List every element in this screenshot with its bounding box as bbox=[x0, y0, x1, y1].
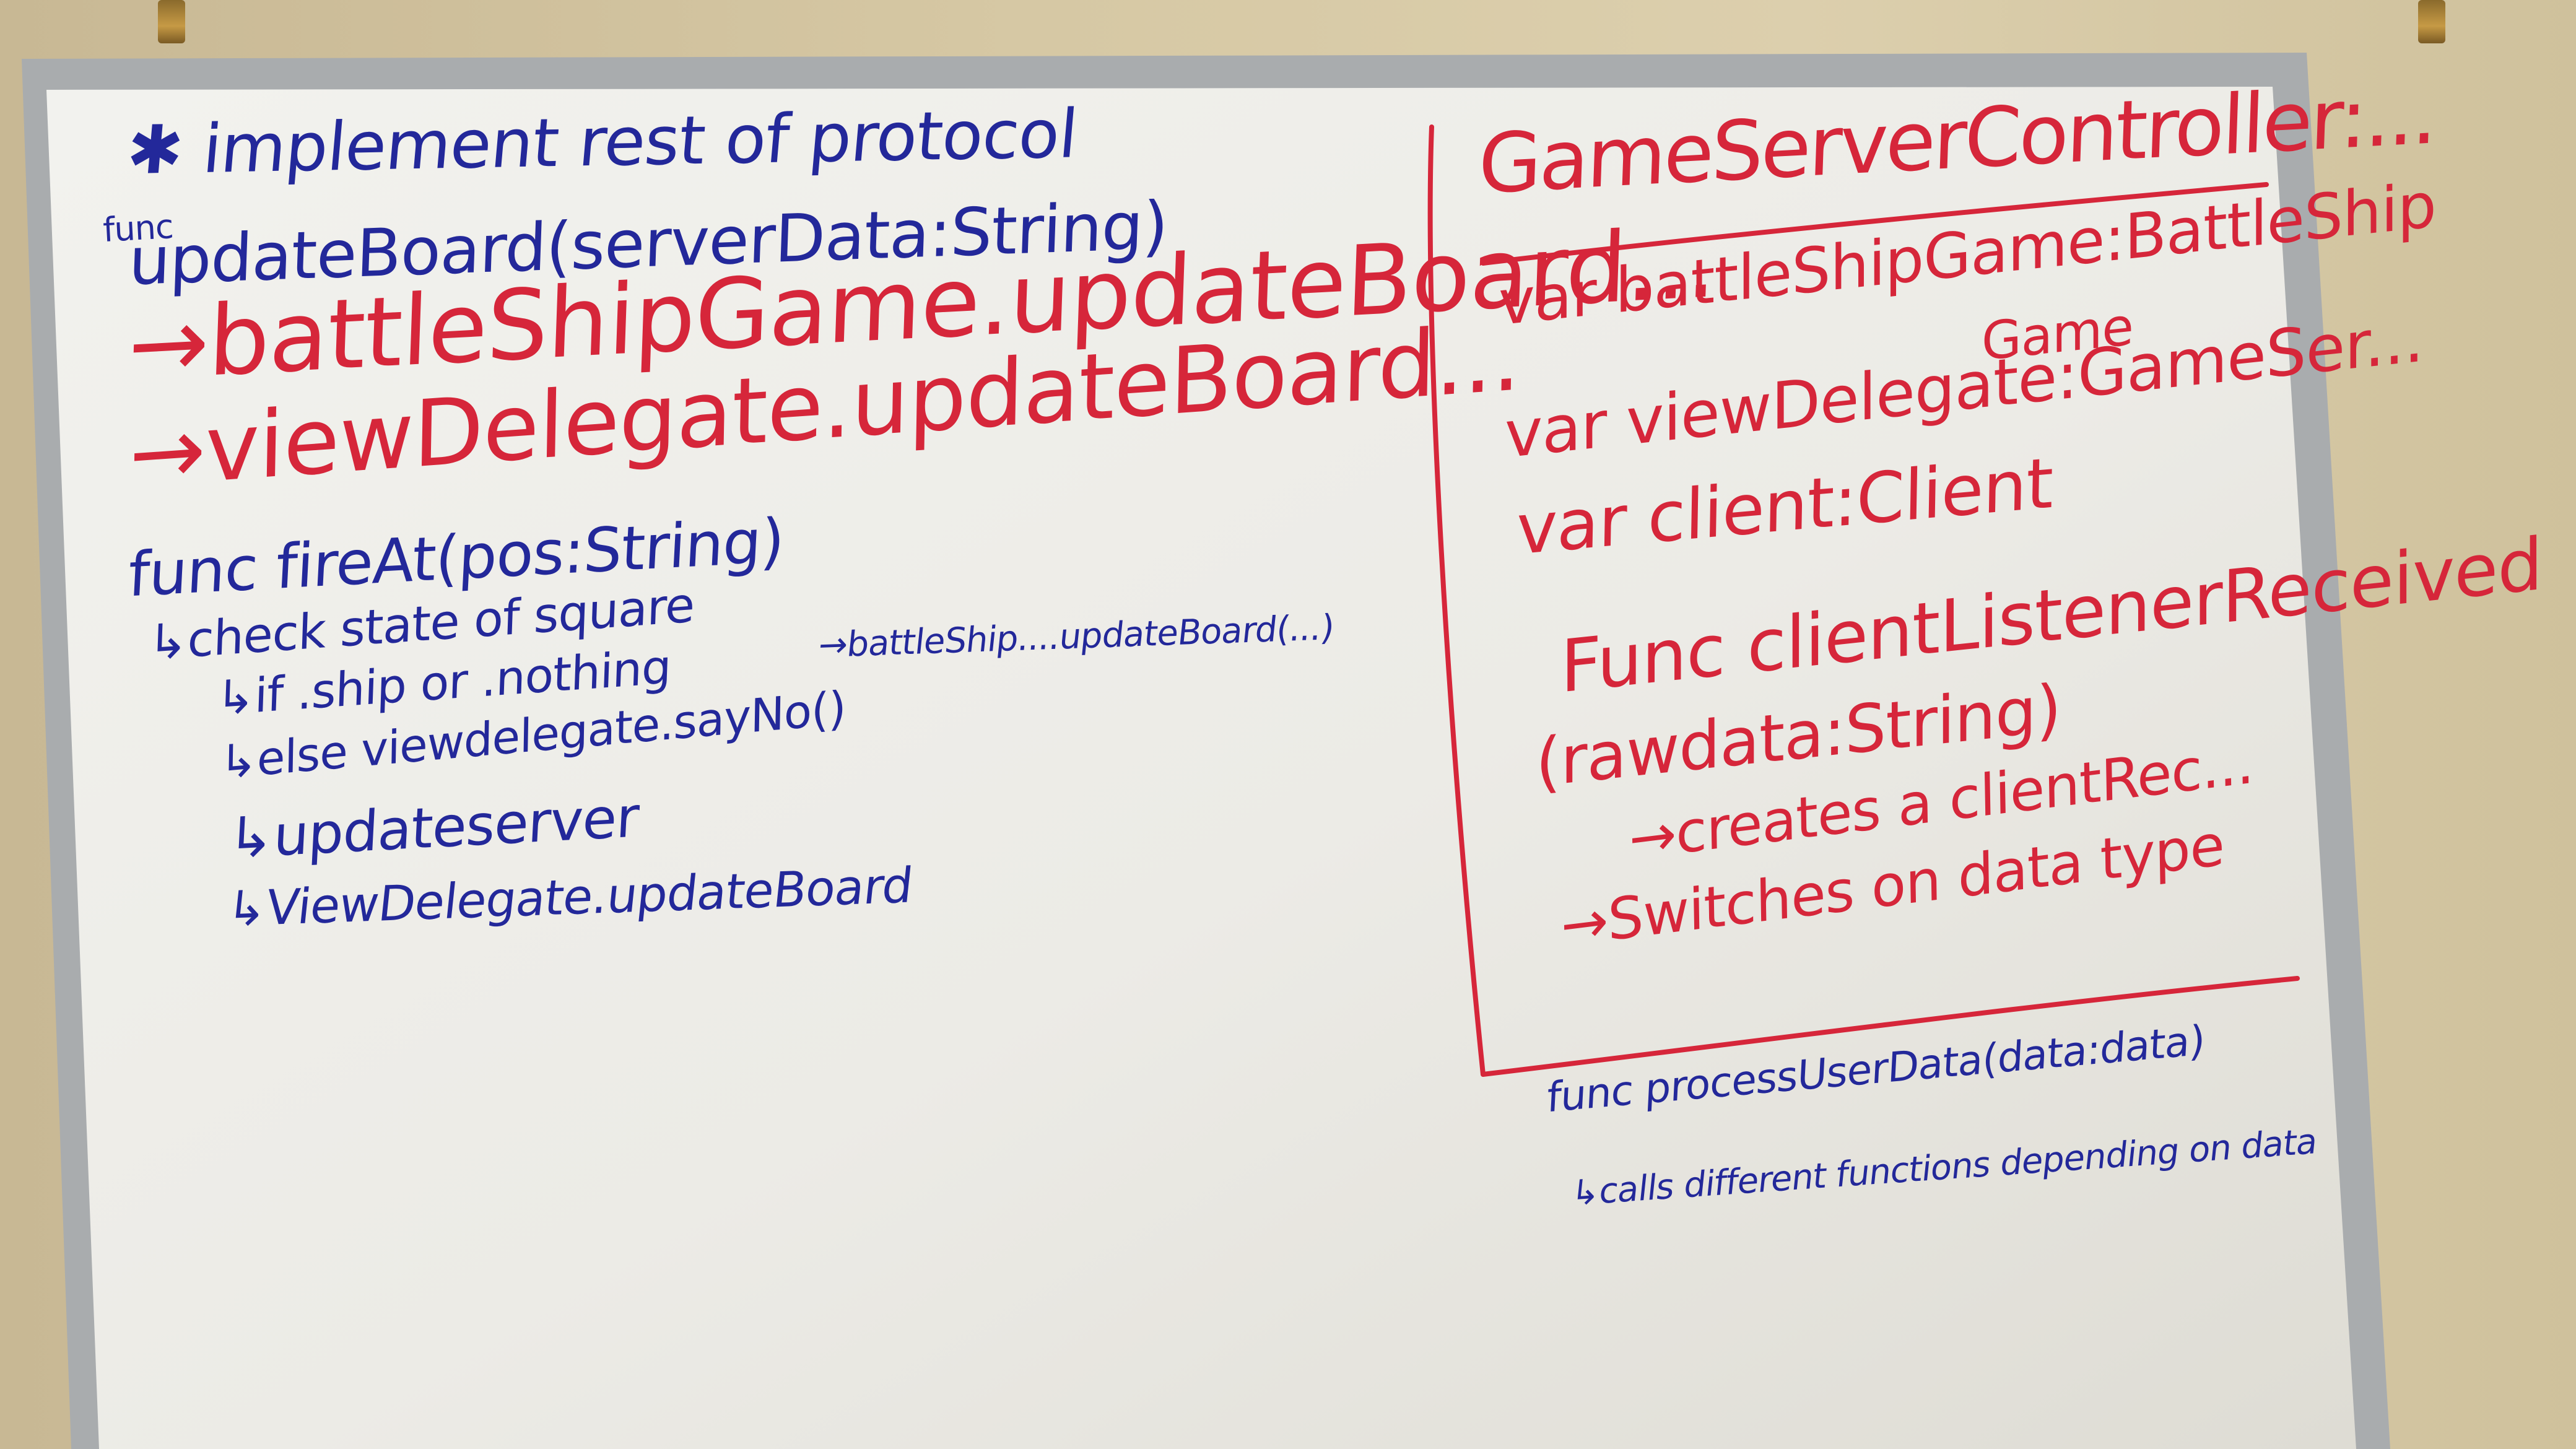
implement-note: ✱ implement rest of protocol bbox=[123, 95, 1081, 190]
wall-hook-left bbox=[158, 0, 185, 43]
whiteboard-surface bbox=[46, 87, 2356, 1449]
wall-hook-right bbox=[2418, 0, 2445, 43]
red-title-underline bbox=[1481, 182, 2269, 266]
red-box-left-edge bbox=[1427, 124, 1486, 1077]
red-box-bottom-edge bbox=[1481, 976, 2300, 1077]
